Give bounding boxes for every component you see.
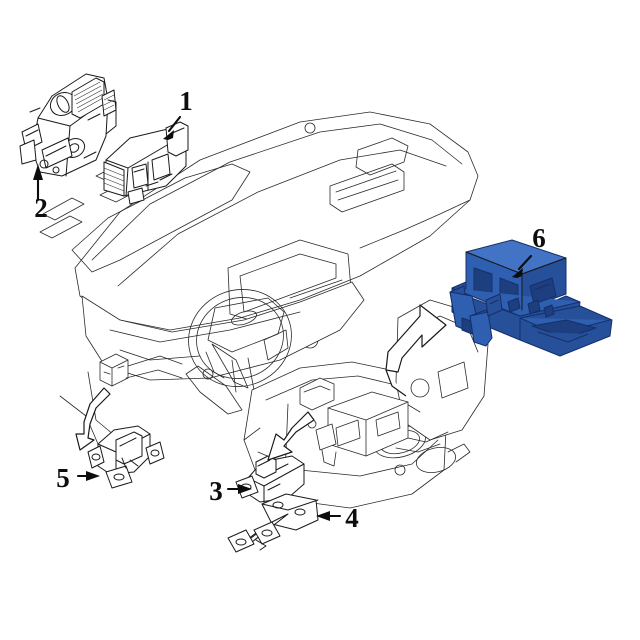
callout-labels: 1 2 3 4 5 6 — [34, 86, 546, 533]
part-2-fuse-relay-block — [19, 73, 117, 177]
callout-label-1: 1 — [179, 86, 193, 116]
callout-arrows — [33, 115, 533, 521]
callout-label-4: 4 — [345, 503, 359, 533]
callout-label-3: 3 — [209, 476, 223, 506]
pillar-to-sensor-arrow — [75, 387, 111, 451]
callout-label-5: 5 — [56, 463, 70, 493]
part-1-control-module — [103, 121, 189, 205]
part-4-mounting-bracket — [227, 493, 319, 553]
console-to-ecu-arrow — [385, 304, 447, 397]
part-5-side-impact-sensor — [87, 425, 165, 489]
console-to-sensor-arrow — [267, 411, 315, 461]
part-6-electronic-control-unit-highlighted — [449, 239, 613, 357]
callout-label-6: 6 — [532, 223, 546, 253]
installed-ecu-on-console — [299, 377, 449, 476]
installed-pillar-sensor — [99, 353, 183, 387]
callout-label-2: 2 — [34, 193, 48, 223]
